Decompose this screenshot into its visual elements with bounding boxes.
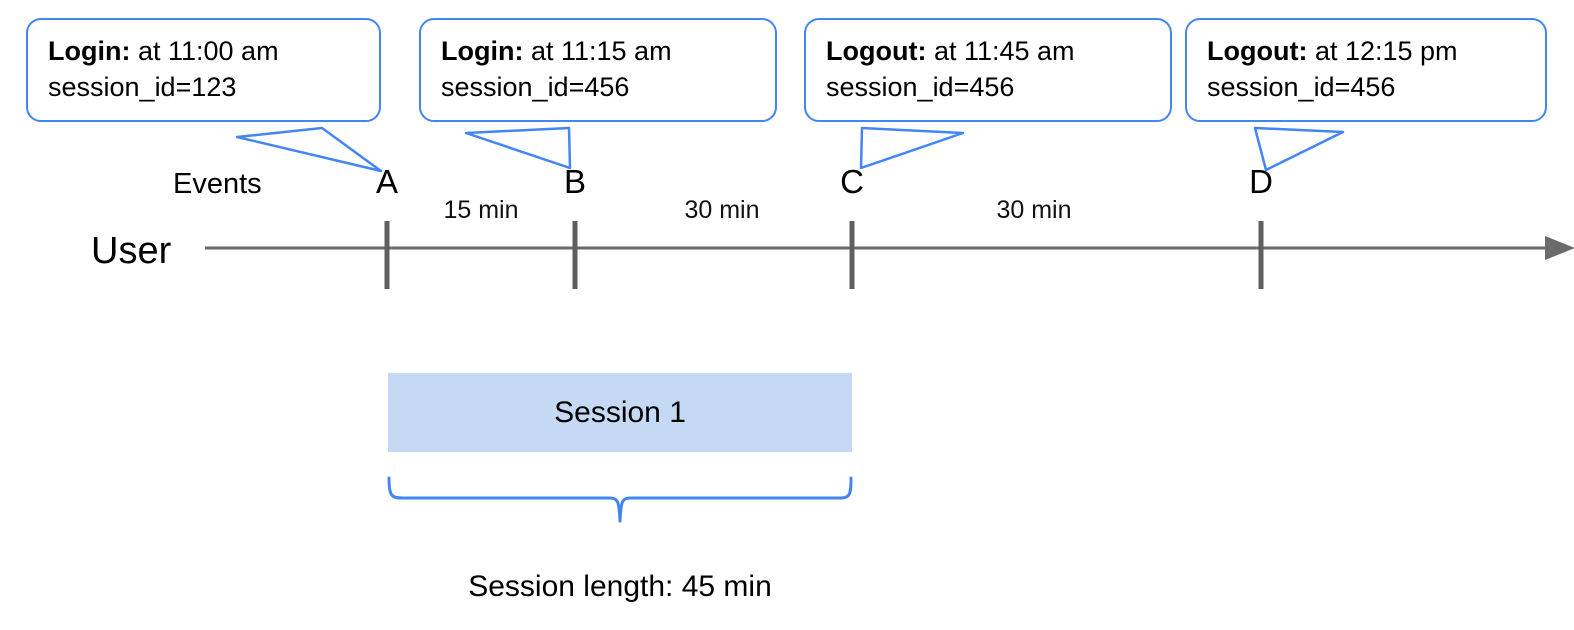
interval-label-b-c: 30 min <box>684 196 760 224</box>
callout-a-event-time: at 11:00 am <box>130 36 279 66</box>
callout-b-event-type: Login: <box>441 36 524 66</box>
callout-d-event-time: at 12:15 pm <box>1307 36 1458 66</box>
event-callout-d[interactable]: Logout: at 12:15 pm session_id=456 <box>1185 18 1547 122</box>
events-row-label: Events <box>173 168 262 200</box>
event-marker-d: D <box>1249 163 1273 200</box>
interval-label-a-b: 15 min <box>443 196 519 224</box>
callout-tail-a <box>235 126 383 173</box>
callout-d-event-type: Logout: <box>1207 36 1308 66</box>
callout-d-line-1: Logout: at 12:15 pm <box>1207 34 1527 70</box>
callout-c-event-time: at 11:45 am <box>926 36 1075 66</box>
callout-b-event-time: at 11:15 am <box>523 36 672 66</box>
callout-tail-c <box>859 126 965 170</box>
callout-a-line-1: Login: at 11:00 am <box>48 34 361 70</box>
event-marker-b: B <box>563 163 587 200</box>
callout-c-line-2: session_id=456 <box>826 71 1015 102</box>
event-marker-a: A <box>375 163 399 200</box>
callout-c-line-1: Logout: at 11:45 am <box>826 34 1152 70</box>
event-callout-b[interactable]: Login: at 11:15 am session_id=456 <box>419 18 777 122</box>
callout-a-line-2: session_id=123 <box>48 71 237 102</box>
callout-d-line-2: session_id=456 <box>1207 71 1396 102</box>
callout-tail-b <box>464 126 572 170</box>
curly-brace-icon <box>387 476 853 523</box>
session-bar-1[interactable]: Session 1 <box>388 373 852 452</box>
interval-label-c-d: 30 min <box>996 196 1072 224</box>
callout-b-line-1: Login: at 11:15 am <box>441 34 757 70</box>
callout-a-event-type: Login: <box>48 36 131 66</box>
user-row-label: User <box>91 230 172 272</box>
callout-b-line-2: session_id=456 <box>441 71 630 102</box>
event-callout-a[interactable]: Login: at 11:00 am session_id=123 <box>26 18 381 122</box>
event-marker-c: C <box>840 163 864 200</box>
session-bar-label: Session 1 <box>554 395 686 429</box>
session-length-label: Session length: 45 min <box>468 570 772 603</box>
callout-c-event-type: Logout: <box>826 36 927 66</box>
event-callout-c[interactable]: Logout: at 11:45 am session_id=456 <box>804 18 1172 122</box>
